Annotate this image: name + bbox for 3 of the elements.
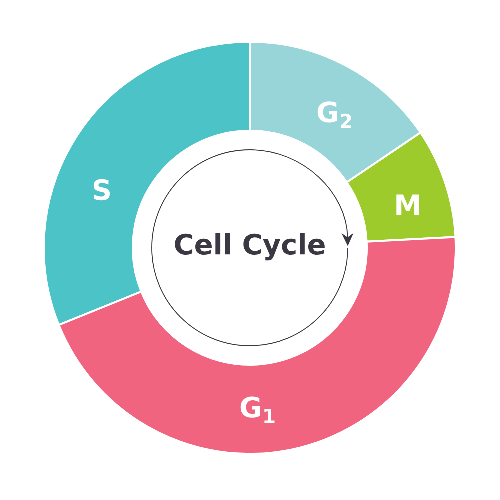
ring-segment: G$_{2}$ xyxy=(249,41,422,184)
cycle-label: Cell Cycle xyxy=(175,233,325,261)
ring-segment: M xyxy=(346,132,457,243)
